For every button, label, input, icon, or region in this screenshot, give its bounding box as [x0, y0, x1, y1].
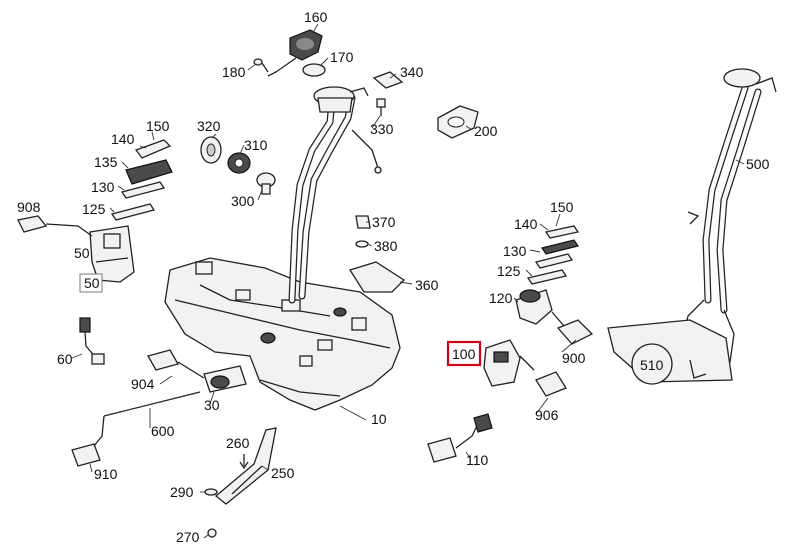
pad-360[interactable] — [348, 261, 406, 293]
gasket-200[interactable] — [437, 105, 479, 139]
callout-600: 600 — [151, 423, 175, 439]
callout-340: 340 — [400, 64, 424, 80]
gear-ring-310[interactable] — [227, 152, 251, 174]
pump-120[interactable] — [515, 289, 553, 325]
heat-shield-510[interactable] — [607, 319, 733, 385]
connector-908[interactable] — [17, 215, 93, 237]
callout-900: 900 — [562, 350, 586, 366]
callout-200: 200 — [474, 123, 498, 139]
callout-908: 908 — [17, 199, 41, 215]
callout-50: 50 — [74, 245, 90, 261]
sender-unit-50[interactable] — [89, 225, 135, 283]
callout-320: 320 — [197, 118, 221, 134]
filler-top-assembly[interactable] — [313, 86, 369, 113]
valve-30[interactable] — [203, 365, 247, 393]
callout-270: 270 — [176, 529, 200, 545]
strap-250[interactable] — [214, 427, 277, 505]
connector-906[interactable] — [535, 371, 567, 397]
callout-300: 300 — [231, 193, 255, 209]
highlight-box-100[interactable] — [446, 340, 482, 367]
pump-module-100[interactable] — [483, 339, 535, 387]
callout-125-left: 125 — [82, 201, 106, 217]
callout-290: 290 — [170, 484, 194, 500]
washer-380[interactable] — [355, 240, 369, 248]
washer-290[interactable] — [204, 488, 218, 496]
callout-150-right: 150 — [550, 199, 574, 215]
connector-904[interactable] — [147, 349, 205, 379]
connector-910[interactable] — [71, 415, 105, 467]
callout-100: 100 — [452, 346, 476, 362]
bolt-370[interactable] — [355, 215, 371, 229]
bolt-260[interactable] — [239, 454, 249, 470]
callout-510: 510 — [640, 357, 664, 373]
callout-360: 360 — [415, 277, 439, 293]
callout-904: 904 — [131, 376, 155, 392]
seal-ring-170[interactable] — [302, 63, 326, 77]
label-plate-340[interactable] — [372, 71, 404, 89]
callout-160: 160 — [304, 9, 328, 25]
callout-170: 170 — [330, 49, 354, 65]
cover-320[interactable] — [200, 136, 222, 164]
bolt-270[interactable] — [207, 528, 217, 538]
callout-60: 60 — [57, 351, 73, 367]
callout-135: 135 — [94, 154, 118, 170]
callout-330: 330 — [370, 121, 394, 137]
tank-vent-hoses — [288, 94, 382, 304]
sensor-110[interactable] — [427, 413, 493, 463]
callout-370: 370 — [372, 214, 396, 230]
valve-300[interactable] — [256, 172, 276, 195]
callout-120: 120 — [489, 290, 513, 306]
callout-260: 260 — [226, 435, 250, 451]
callout-500: 500 — [746, 156, 770, 172]
filler-cap-160[interactable] — [267, 29, 323, 77]
callout-30: 30 — [204, 397, 220, 413]
callout-130-right: 130 — [503, 243, 527, 259]
callout-130-left: 130 — [91, 179, 115, 195]
callout-125-right: 125 — [497, 263, 521, 279]
callout-50-box-label: 50 — [84, 275, 100, 291]
callout-140-left: 140 — [111, 131, 135, 147]
callout-310: 310 — [244, 137, 268, 153]
fuel-tank[interactable] — [164, 257, 401, 411]
bolt-330[interactable] — [376, 98, 386, 116]
callout-10: 10 — [371, 411, 387, 427]
right-sender-stack[interactable] — [526, 225, 580, 285]
callout-180: 180 — [222, 64, 246, 80]
leader-lines — [71, 23, 745, 539]
callout-380: 380 — [374, 238, 398, 254]
callout-140-right: 140 — [514, 216, 538, 232]
line-600[interactable] — [103, 391, 201, 417]
filler-neck-500[interactable] — [683, 68, 777, 365]
callout-250: 250 — [271, 465, 295, 481]
callout-906: 906 — [535, 407, 559, 423]
callout-910: 910 — [94, 466, 118, 482]
connector-900[interactable] — [551, 311, 594, 345]
clip-180[interactable] — [253, 58, 269, 73]
sensor-60[interactable] — [79, 317, 105, 365]
callout-150-left: 150 — [146, 118, 170, 134]
callout-110: 110 — [466, 452, 489, 468]
callout-50-box[interactable] — [79, 273, 103, 293]
left-sender-stack[interactable] — [110, 139, 173, 221]
